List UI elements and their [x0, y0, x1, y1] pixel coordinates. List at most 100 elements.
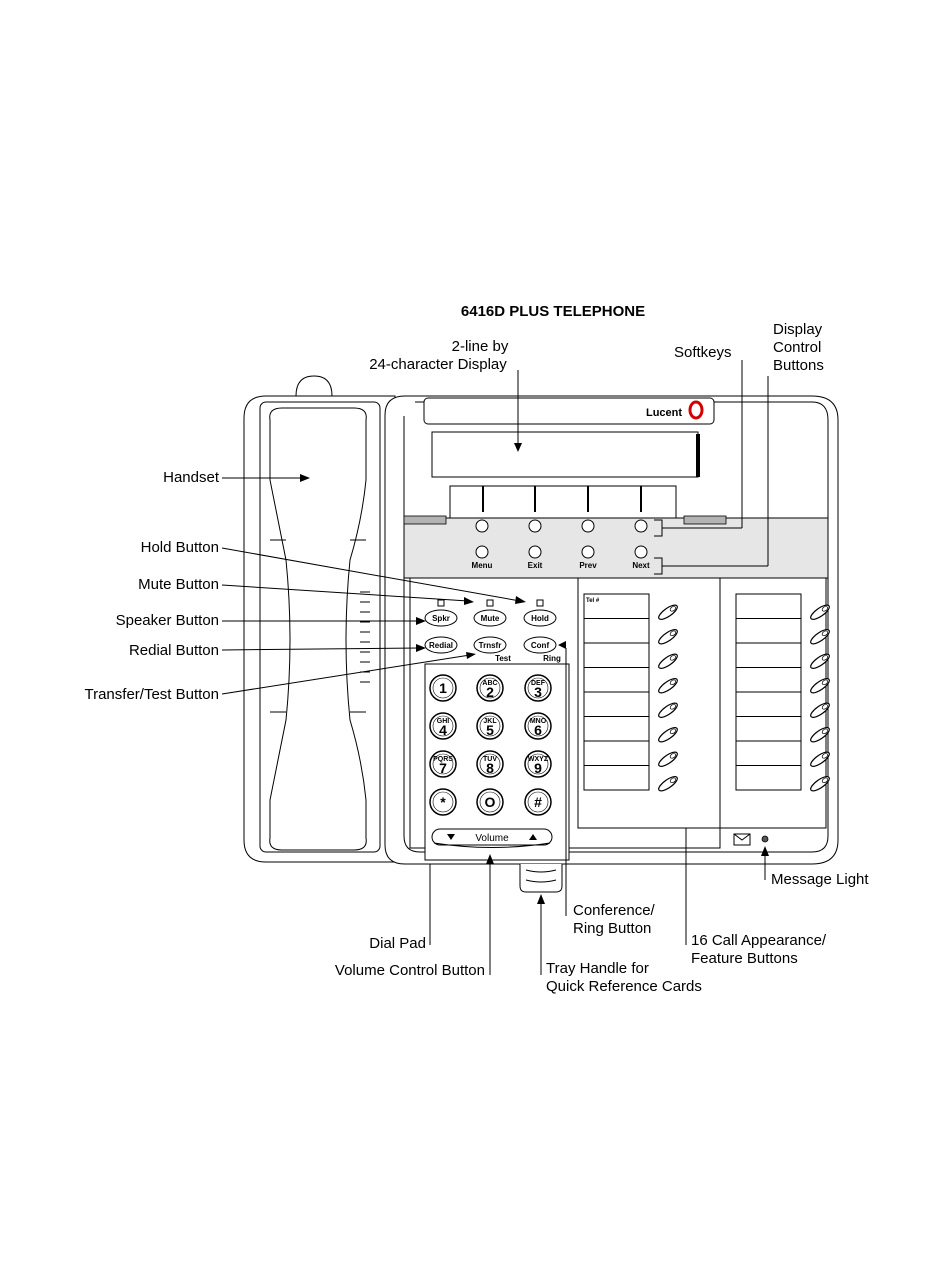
speaker-button[interactable]: Spkr: [424, 609, 458, 627]
redial-callout: Redial Button: [129, 642, 219, 659]
next-button-label: Next: [632, 561, 650, 570]
display-control-callout-line-3: Buttons: [773, 357, 824, 374]
softkey-guides: [449, 485, 677, 521]
dialpad-key[interactable]: *: [429, 788, 457, 816]
display-callout-line-1: 2-line by: [452, 338, 509, 355]
control-panel: [403, 515, 829, 579]
display-control-buttons: Menu Exit Prev Next: [472, 545, 650, 570]
call-appearance-button[interactable]: [809, 676, 832, 695]
call-appearance-button[interactable]: [809, 603, 832, 622]
call-appearance-area: Tel #: [583, 593, 832, 793]
softkey-4[interactable]: [634, 519, 648, 533]
transfer-button-label: Trnsfr: [479, 641, 502, 650]
call-appearance-button[interactable]: [657, 676, 680, 695]
call-appearance-button[interactable]: [657, 652, 680, 671]
call-appearance-button[interactable]: [809, 701, 832, 720]
hold-led: [536, 599, 544, 607]
dialpad-key[interactable]: 1: [429, 674, 457, 702]
call-appearance-button[interactable]: [809, 652, 832, 671]
call-appearance-button[interactable]: [657, 725, 680, 744]
display-control-callout-line-2: Control: [773, 339, 821, 356]
mute-callout: Mute Button: [138, 576, 219, 593]
callout-lines: [221, 360, 769, 975]
speaker-button-label: Spkr: [432, 614, 450, 623]
call-appearance-button[interactable]: [657, 750, 680, 769]
hold-button[interactable]: Hold: [523, 609, 557, 627]
ring-label: Ring: [543, 654, 561, 663]
redial-button[interactable]: Redial: [424, 636, 458, 654]
dialpad-key-digit: O: [485, 794, 496, 810]
call-appearance-callout-line-2: Feature Buttons: [691, 950, 798, 967]
dialpad-key-letters: DEF: [531, 680, 546, 687]
softkey-1[interactable]: [475, 519, 489, 533]
dialpad-key-digit: 3: [534, 684, 542, 700]
mute-button[interactable]: Mute: [473, 609, 507, 627]
dialpad-key-digit: *: [440, 794, 446, 810]
dialpad-key-digit: 7: [439, 760, 447, 776]
call-appearance-button[interactable]: [657, 603, 680, 622]
call-appearance-button[interactable]: [657, 701, 680, 720]
dialpad-key-digit: #: [534, 794, 542, 810]
diagram-title: 6416D PLUS TELEPHONE: [461, 303, 645, 320]
dialpad-key[interactable]: O: [476, 788, 504, 816]
tray-handle[interactable]: [519, 864, 563, 893]
dialpad-key-digit: 6: [534, 722, 542, 738]
exit-button-label: Exit: [528, 561, 543, 570]
conference-callout-line-2: Ring Button: [573, 920, 651, 937]
speaker-led: [437, 599, 445, 607]
softkeys-callout: Softkeys: [674, 344, 732, 361]
call-appearance-button[interactable]: [809, 774, 832, 793]
message-light-callout: Message Light: [771, 871, 869, 888]
dialpad-key[interactable]: #: [524, 788, 552, 816]
prev-button-label: Prev: [579, 561, 597, 570]
test-label: Test: [495, 654, 511, 663]
dialpad-key-digit: 5: [486, 722, 494, 738]
message-light: [761, 835, 769, 843]
card-header: Tel #: [586, 598, 600, 604]
lcd-display: [431, 431, 700, 478]
volume-callout: Volume Control Button: [335, 962, 485, 979]
dialpad-key-letters: WXYZ: [528, 756, 549, 763]
message-indicator: [733, 833, 769, 846]
handset[interactable]: [259, 401, 381, 853]
tray-callout-line-2: Quick Reference Cards: [546, 978, 702, 995]
softkey-2[interactable]: [528, 519, 542, 533]
brand-logo-text: Lucent: [646, 407, 682, 419]
call-appearance-button[interactable]: [809, 750, 832, 769]
softkey-3[interactable]: [581, 519, 595, 533]
dialpad-key-digit: 2: [486, 684, 494, 700]
call-appearance-button[interactable]: [809, 627, 832, 646]
transfer-callout: Transfer/Test Button: [84, 686, 219, 703]
mute-led: [486, 599, 494, 607]
call-appearance-button[interactable]: [657, 627, 680, 646]
call-appearance-callout-line-1: 16 Call Appearance/: [691, 932, 827, 949]
next-button[interactable]: [634, 545, 648, 559]
softkeys: [475, 519, 648, 533]
envelope-icon: [733, 833, 751, 846]
call-appearance-button[interactable]: [657, 774, 680, 793]
conference-button[interactable]: Conf: [523, 636, 557, 654]
handset-callout: Handset: [163, 469, 220, 486]
exit-button[interactable]: [528, 545, 542, 559]
callout-labels: 2-line by 24-character Display Softkeys …: [84, 321, 869, 995]
call-appearance-button[interactable]: [809, 725, 832, 744]
prev-button[interactable]: [581, 545, 595, 559]
arrowheads: [300, 443, 769, 904]
transfer-button[interactable]: Trnsfr: [473, 636, 507, 654]
brand-logo-icon: [688, 400, 704, 420]
triangle-up-icon: [529, 834, 537, 840]
volume-label: Volume: [475, 833, 509, 844]
dialpad-key-letters: PQRS: [433, 756, 453, 763]
menu-button[interactable]: [475, 545, 489, 559]
speaker-callout: Speaker Button: [116, 612, 219, 629]
volume-control-button[interactable]: Volume: [431, 828, 553, 848]
